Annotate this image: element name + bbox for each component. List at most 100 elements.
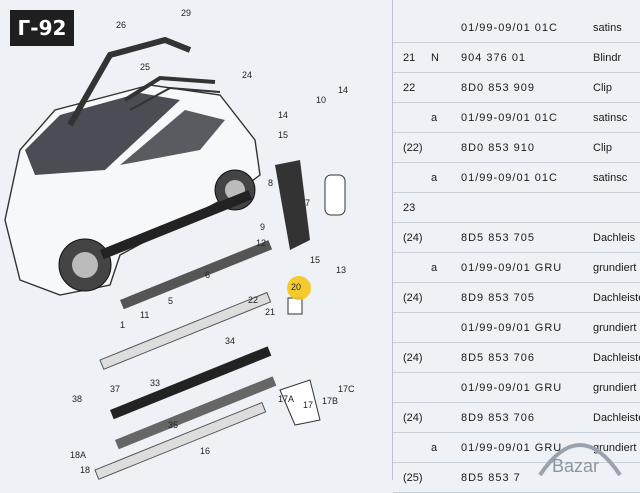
table-cell-description: Blindr	[593, 52, 622, 64]
callout-17a: 17A	[278, 394, 295, 404]
table-cell-variant: a	[431, 442, 438, 454]
table-cell-part-number: 8D5 853 705	[461, 232, 535, 244]
table-cell-pos: (24)	[403, 232, 423, 244]
table-cell-pos: 23	[403, 202, 416, 214]
clip-housing	[324, 174, 346, 216]
table-cell-part-number: 01/99-09/01 GRU	[461, 262, 563, 274]
table-row: 01/99-09/01 GRU grundiert	[393, 374, 640, 402]
table-row: 23	[393, 194, 640, 222]
callout-17c: 17C	[338, 384, 355, 394]
table-cell-pos: (24)	[403, 352, 423, 364]
table-cell-variant: a	[431, 262, 438, 274]
callout-34: 34	[225, 336, 236, 346]
table-cell-part-number: 8D9 853 706	[461, 412, 535, 424]
table-cell-pos: (25)	[403, 472, 423, 484]
row-separator	[393, 162, 640, 163]
table-row: 01/99-09/01 GRU grundiert	[393, 314, 640, 342]
roof-strip-26	[67, 36, 192, 127]
sill-18	[94, 401, 267, 480]
callout-22: 22	[248, 295, 259, 305]
table-cell-part-number: 01/99-09/01 01C	[461, 22, 558, 34]
table-cell-pos: (24)	[403, 412, 423, 424]
front-hub	[72, 252, 98, 278]
column-divider	[392, 0, 393, 480]
table-cell-part-number: 01/99-09/01 GRU	[461, 382, 563, 394]
table-cell-description: Dachleiste	[593, 412, 640, 424]
table-row: (24) 8D9 853 706 Dachleiste	[393, 404, 640, 432]
table-row: a 01/99-09/01 GRU grundiert	[393, 254, 640, 282]
table-cell-description: satinsc	[593, 172, 628, 184]
callout-7: 7	[305, 198, 311, 208]
table-cell-description: Dachleiste	[593, 292, 640, 304]
row-separator	[393, 312, 640, 313]
table-cell-part-number: 01/99-09/01 GRU	[461, 322, 563, 334]
side-window	[120, 110, 225, 165]
callout-25: 25	[140, 62, 151, 72]
table-cell-part-number: 01/99-09/01 01C	[461, 172, 558, 184]
table-row: 21 N 904 376 01 Blindr	[393, 44, 640, 72]
row-separator	[393, 432, 640, 433]
table-cell-variant: a	[431, 172, 438, 184]
callout-29: 29	[181, 8, 192, 18]
windshield	[25, 93, 180, 175]
moulding-6	[100, 190, 253, 260]
table-cell-description: grundiert	[593, 442, 637, 454]
row-separator	[393, 222, 640, 223]
row-separator	[393, 342, 640, 343]
pillar-trim-7	[275, 160, 310, 250]
table-cell-part-number: 904 376 01	[461, 52, 527, 64]
table-cell-description: Dachleis	[593, 232, 636, 244]
table-cell-variant: a	[431, 112, 438, 124]
roof-strip-24	[129, 86, 221, 111]
bazar-watermark: Bazar	[530, 420, 630, 480]
callout-8: 8	[268, 178, 274, 188]
callout-5: 5	[168, 296, 174, 306]
table-cell-variant: N	[431, 52, 439, 64]
table-cell-description: grundiert	[593, 322, 637, 334]
callout-14-b: 14	[278, 110, 289, 120]
callout-17: 17	[303, 400, 314, 410]
table-cell-description: Clip	[593, 142, 612, 154]
callout-16: 16	[200, 446, 211, 456]
table-row: a 01/99-09/01 01C satinsc	[393, 164, 640, 192]
table-cell-pos: 21	[403, 52, 416, 64]
table-cell-description: grundiert	[593, 262, 637, 274]
row-separator	[393, 192, 640, 193]
table-cell-pos: 22	[403, 82, 416, 94]
table-row: a 01/99-09/01 01C satinsc	[393, 104, 640, 132]
row-separator	[393, 72, 640, 73]
callout-18: 18	[80, 465, 91, 475]
callout-12: 12	[256, 238, 267, 248]
callout-14-a: 14	[338, 85, 349, 95]
table-cell-description: satinsc	[593, 112, 628, 124]
table-cell-part-number: 01/99-09/01 01C	[461, 112, 558, 124]
car-exploded-view	[4, 36, 346, 480]
moulding-35	[114, 376, 277, 450]
bazar-logo-icon: Bazar	[538, 443, 622, 477]
table-cell-description: satins	[593, 22, 622, 34]
parts-table: 01/99-09/01 01C satins 21 N 904 376 01 Blindr…	[393, 0, 640, 493]
table-cell-part-number: 8D5 853 7	[461, 472, 521, 484]
callout-15-b: 15	[310, 255, 321, 265]
table-cell-description: grundiert	[593, 382, 637, 394]
callout-33: 33	[150, 378, 161, 388]
moulding-33	[110, 346, 272, 420]
callout-21: 21	[265, 307, 276, 317]
table-row: (24) 8D5 853 705 Dachleis	[393, 224, 640, 252]
callout-15-a: 15	[278, 130, 289, 140]
table-cell-part-number: 8D5 853 706	[461, 352, 535, 364]
row-separator	[393, 102, 640, 103]
moulding-5	[120, 240, 273, 310]
callout-26: 26	[116, 20, 127, 30]
table-cell-pos: (22)	[403, 142, 423, 154]
watermark-text: Bazar	[552, 456, 599, 476]
row-separator	[393, 132, 640, 133]
callout-20: 20	[291, 282, 302, 292]
table-cell-part-number: 8D0 853 909	[461, 82, 535, 94]
callout-18a: 18A	[70, 450, 87, 460]
row-separator	[393, 282, 640, 283]
table-row: a 01/99-09/01 GRU grundiert	[393, 434, 640, 462]
table-cell-part-number: 01/99-09/01 GRU	[461, 442, 563, 454]
